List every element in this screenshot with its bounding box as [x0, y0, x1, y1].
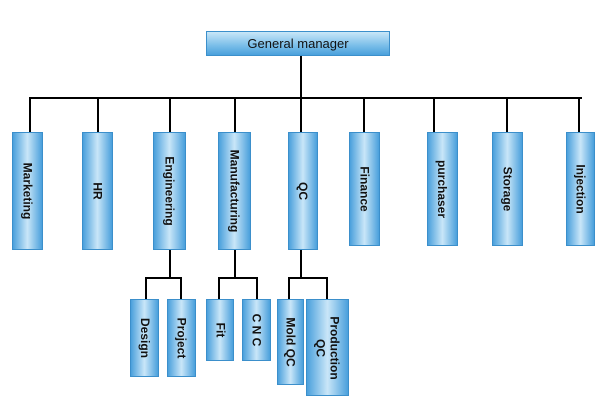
unit-project-label: Project [174, 317, 189, 359]
dept-injection: Injection [566, 132, 595, 246]
dept-storage: Storage [492, 132, 523, 246]
dept-marketing: Marketing [12, 132, 43, 250]
connector-storage [506, 97, 508, 132]
dept-engineering-label: Engineering [162, 156, 177, 226]
connector-cnc [256, 277, 258, 299]
connector-hr [97, 97, 99, 132]
dept-qc: QC [288, 132, 318, 250]
dept-manufacturing: Manufacturing [218, 132, 251, 250]
unit-cnc-label: C N C [249, 313, 264, 347]
connector-qc [300, 97, 302, 132]
unit-design: Design [130, 299, 159, 377]
connector-fit [218, 277, 220, 299]
dept-finance: Finance [349, 132, 380, 246]
connector-main-bus [29, 97, 582, 99]
general-manager-label: General manager [247, 35, 349, 51]
connector-production-qc [326, 277, 328, 299]
unit-fit: Fit [206, 299, 234, 361]
connector-manufacturing-down [234, 250, 236, 278]
unit-fit-label: Fit [212, 322, 227, 338]
connector-injection [578, 97, 580, 132]
unit-cnc: C N C [242, 299, 271, 361]
dept-engineering: Engineering [153, 132, 186, 250]
unit-design-label: Design [137, 317, 152, 359]
dept-qc-label: QC [296, 182, 310, 200]
dept-hr: HR [82, 132, 113, 250]
dept-purchaser-label: purchaser [435, 159, 450, 219]
dept-purchaser: purchaser [427, 132, 458, 246]
general-manager-box: General manager [206, 31, 390, 56]
dept-storage-label: Storage [500, 166, 515, 212]
connector-qc-bus [288, 277, 328, 279]
connector-engineering-bus [145, 277, 182, 279]
dept-hr-label: HR [90, 182, 105, 200]
dept-injection-label: Injection [573, 164, 588, 214]
connector-purchaser [433, 97, 435, 132]
connector-qc-down [300, 250, 302, 278]
connector-manufacturing [234, 97, 236, 132]
dept-finance-label: Finance [357, 166, 372, 212]
connector-mold-qc [288, 277, 290, 299]
connector-marketing [29, 97, 31, 132]
connector-project [180, 277, 182, 299]
unit-production-qc: Production QC [306, 299, 349, 396]
connector-root-down [300, 55, 302, 98]
connector-engineering-down [169, 250, 171, 278]
dept-marketing-label: Marketing [20, 162, 35, 220]
connector-design [145, 277, 147, 299]
unit-mold-qc: Mold QC [277, 299, 304, 385]
connector-finance [363, 97, 365, 132]
connector-manufacturing-bus [218, 277, 258, 279]
dept-manufacturing-label: Manufacturing [227, 149, 242, 233]
unit-project: Project [167, 299, 196, 377]
unit-production-qc-label: Production QC [313, 315, 342, 380]
connector-engineering [169, 97, 171, 132]
unit-mold-qc-label: Mold QC [283, 317, 298, 367]
